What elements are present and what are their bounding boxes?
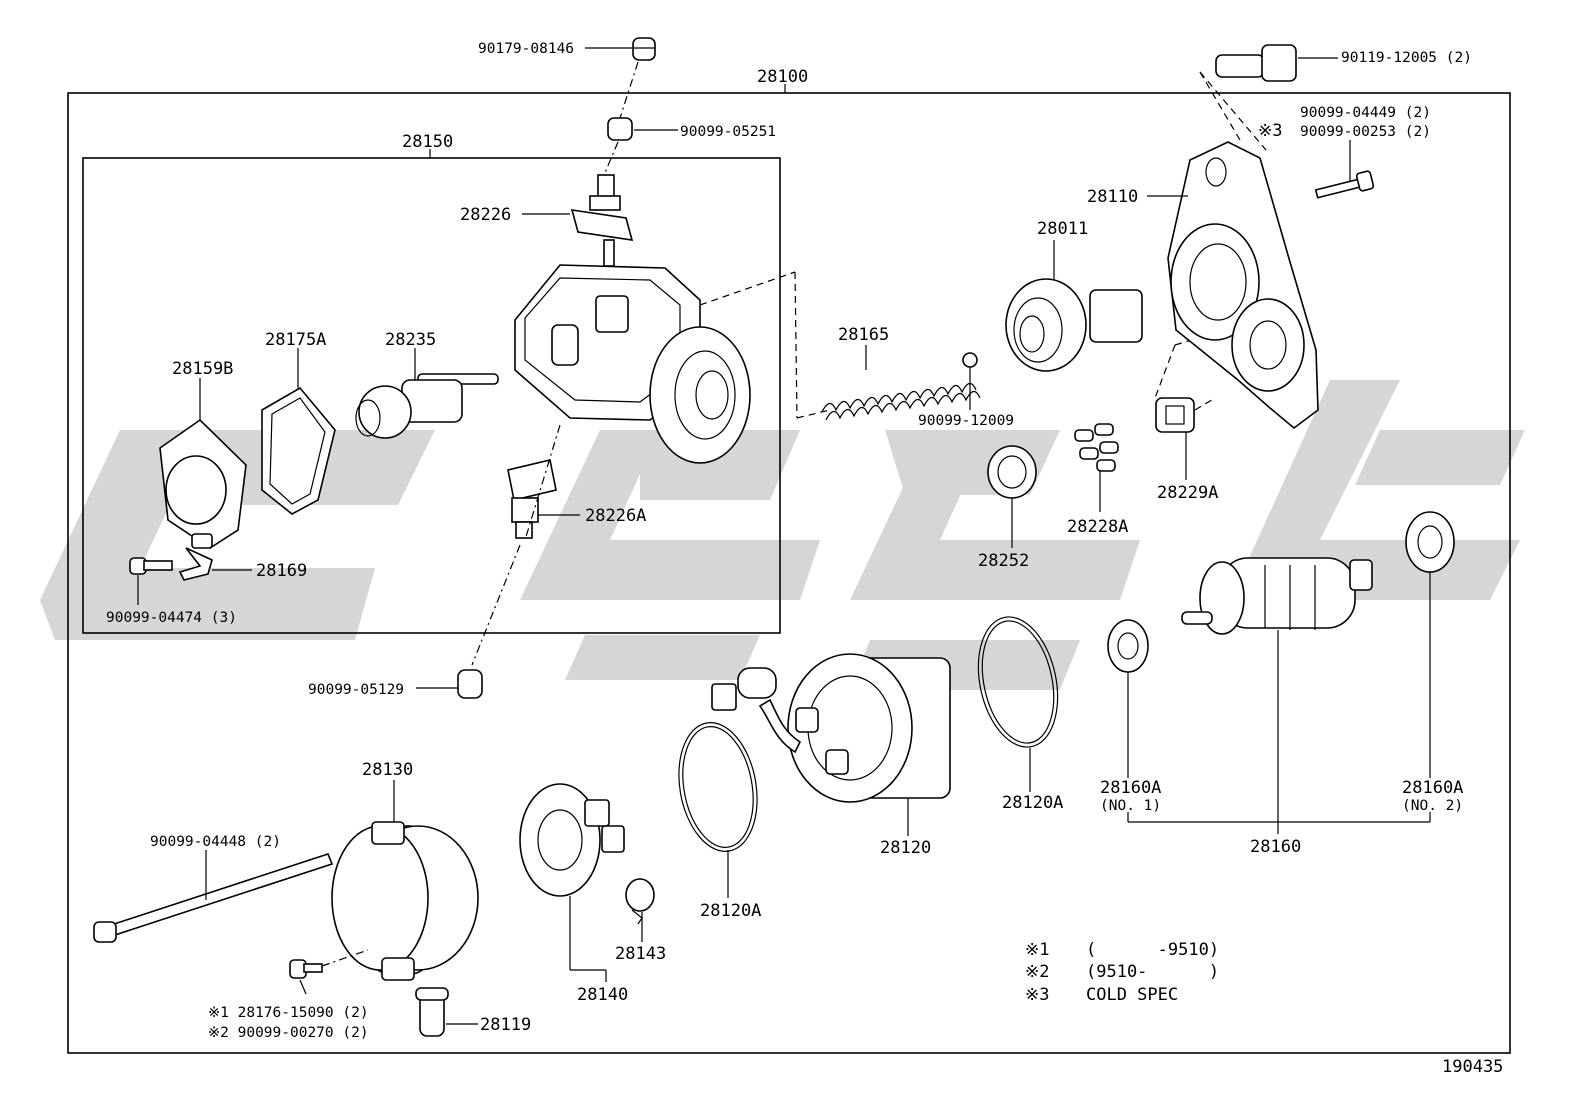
through-bolt-90099-04448 — [93, 853, 334, 943]
label-28120A-left: 28120A — [700, 901, 761, 921]
label-28160A-no1-sub: (NO. 1) — [1100, 798, 1161, 814]
pin-28119 — [415, 987, 449, 1037]
label-90099-04474: 90099-04474 (3) — [106, 610, 237, 626]
label-90179-08146: 90179-08146 — [478, 41, 574, 57]
label-28011: 28011 — [1037, 219, 1088, 239]
subassembly-frame — [82, 157, 781, 634]
label-28165: 28165 — [838, 325, 889, 345]
end-frame-28130 — [331, 821, 479, 981]
label-28160A-no2: 28160A — [1402, 778, 1463, 798]
label-90099-05251: 90099-05251 — [680, 124, 776, 140]
label-assembly: 28100 — [757, 67, 808, 87]
label-90119-12005: 90119-12005 (2) — [1341, 50, 1472, 66]
label-90099-12009: 90099-12009 — [918, 413, 1014, 429]
spring-28165 — [821, 382, 981, 421]
label-90099-00253: 90099-00253 (2) — [1300, 124, 1431, 140]
label-28169: 28169 — [256, 561, 307, 581]
screw-28176 — [289, 959, 323, 979]
clip-28169 — [178, 547, 213, 581]
label-28143: 28143 — [615, 944, 666, 964]
label-note3-mark: ※3 — [1258, 121, 1282, 141]
leader-lines — [137, 47, 1431, 1025]
label-28175A: 28175A — [265, 330, 326, 350]
legend-mark-3: ※3 — [1025, 985, 1049, 1005]
ball-90099-12009 — [962, 352, 978, 368]
label-28119: 28119 — [480, 1015, 531, 1035]
label-28159B: 28159B — [172, 359, 233, 379]
yoke-28120 — [711, 653, 951, 803]
bolt-90119-12005 — [1215, 44, 1297, 82]
label-28120A-right: 28120A — [1002, 793, 1063, 813]
nut-90179-08146 — [632, 37, 656, 61]
label-90099-04449: 90099-04449 (2) — [1300, 105, 1431, 121]
o-ring-28120A-right — [977, 616, 1059, 748]
label-subassembly: 28150 — [402, 132, 453, 152]
label-28176-15090: ※1 28176-15090 (2) — [208, 1005, 369, 1021]
legend: ※1 ( -9510) ※2 (9510- ) ※3 COLD SPEC — [1025, 940, 1219, 1005]
label-28228A: 28228A — [1067, 517, 1128, 537]
screw-90099-04474 — [129, 557, 173, 575]
brush-holder-28140 — [519, 783, 625, 897]
label-28252: 28252 — [978, 551, 1029, 571]
legend-text-3: COLD SPEC — [1086, 985, 1178, 1005]
terminal-28226A — [507, 459, 557, 539]
terminal-28226 — [570, 174, 634, 267]
part-labels: 28100 28150 90179-08146 90099-05251 2822… — [106, 41, 1472, 1041]
spring-28143 — [625, 878, 655, 925]
rollers-28228A — [1074, 423, 1119, 472]
assembly-frame — [67, 92, 1511, 1054]
gear-28252 — [987, 445, 1037, 499]
housing-28110 — [1167, 141, 1319, 430]
diagram-id: 190435 — [1442, 1057, 1503, 1077]
label-90099-04448: 90099-04448 (2) — [150, 834, 281, 850]
clutch-28011 — [1005, 278, 1143, 372]
label-28130: 28130 — [362, 760, 413, 780]
gasket-28175A — [261, 386, 336, 515]
legend-text-1: ( -9510) — [1086, 940, 1219, 960]
label-28160A-no1: 28160A — [1100, 778, 1161, 798]
bearing-28160A-no2 — [1405, 511, 1455, 573]
armature-28160 — [1181, 557, 1373, 635]
label-90099-00270: ※2 90099-00270 (2) — [208, 1025, 369, 1041]
legend-mark-1: ※1 — [1025, 940, 1049, 960]
bearing-28160A-no1 — [1107, 619, 1149, 673]
label-28226: 28226 — [460, 205, 511, 225]
label-28226A: 28226A — [585, 506, 646, 526]
label-28120: 28120 — [880, 838, 931, 858]
solenoid-housing — [514, 264, 751, 464]
o-ring-28120A-left — [678, 722, 758, 852]
label-28140: 28140 — [577, 985, 628, 1005]
label-90099-05129: 90099-05129 — [308, 682, 404, 698]
legend-text-2: (9510- ) — [1086, 962, 1219, 982]
watermark-logo — [40, 380, 1525, 690]
nut-90099-05251 — [607, 117, 633, 141]
label-28160: 28160 — [1250, 837, 1301, 857]
nut-90099-05129 — [457, 669, 483, 699]
label-28229A: 28229A — [1157, 483, 1218, 503]
label-28235: 28235 — [385, 330, 436, 350]
screw-90099-04449 — [1314, 170, 1375, 199]
label-28110: 28110 — [1087, 187, 1138, 207]
label-28160A-no2-sub: (NO. 2) — [1402, 798, 1463, 814]
retainer-28229A — [1155, 397, 1195, 433]
legend-mark-2: ※2 — [1025, 962, 1049, 982]
cover-28159B — [159, 418, 247, 549]
plunger-28235 — [355, 373, 499, 439]
